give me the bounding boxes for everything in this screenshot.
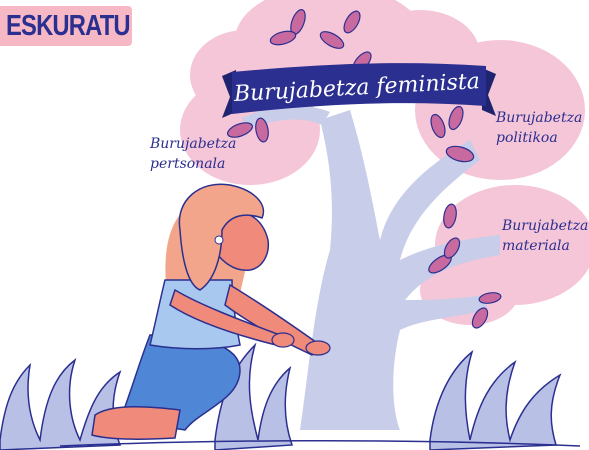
- woman-figure: [91, 183, 331, 440]
- label-material-line1: Burujabetza: [502, 218, 589, 234]
- label-political: Burujabetza politikoa: [496, 108, 582, 148]
- title-badge: ESKURATU: [0, 6, 132, 46]
- tree-trunk: [242, 106, 500, 430]
- label-personal-line1: Burujabetza: [150, 136, 237, 152]
- ground-line: [59, 439, 581, 447]
- title-badge-text: ESKURATU: [6, 10, 131, 42]
- label-personal-line2: pertsonala: [150, 156, 226, 172]
- label-personal: Burujabetza pertsonala: [150, 134, 236, 174]
- ribbon-banner: [222, 63, 496, 118]
- label-material-line2: materiala: [502, 238, 570, 254]
- label-political-line2: politikoa: [496, 130, 558, 146]
- grass: [0, 342, 562, 450]
- label-material: Burujabetza materiala: [502, 216, 588, 256]
- leaves: [227, 9, 502, 329]
- label-political-line1: Burujabetza: [496, 110, 583, 126]
